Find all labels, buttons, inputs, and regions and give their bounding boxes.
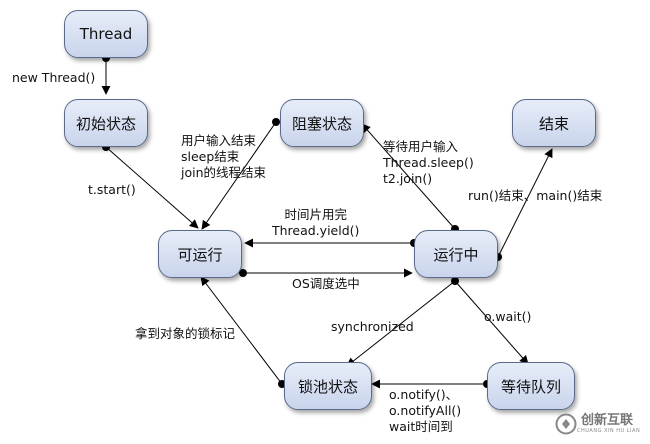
node-blocked: 阻塞状态 bbox=[280, 99, 364, 147]
edge-start bbox=[105, 146, 199, 229]
label-new-thread: new Thread() bbox=[12, 70, 96, 85]
label-unblock: 用户输入结束 sleep结束 join的线程结束 bbox=[181, 133, 266, 181]
label-start: t.start() bbox=[88, 182, 136, 197]
label-end: run()结束、main()结束 bbox=[468, 188, 603, 203]
edge-sync bbox=[346, 280, 456, 367]
watermark-logo: 创新互联 CHUANG XIN HU LIAN bbox=[555, 409, 650, 439]
watermark-subtext: CHUANG XIN HU LIAN bbox=[577, 428, 641, 434]
dot-running-bottom bbox=[451, 277, 459, 285]
label-unblock-line-1: 用户输入结束 bbox=[181, 133, 257, 148]
label-notify: o.notify()、 o.notifyAll() wait时间到 bbox=[389, 387, 461, 435]
label-unblock-line-2: sleep结束 bbox=[181, 149, 240, 164]
edge-wait bbox=[454, 280, 529, 365]
node-lock-pool: 锁池状态 bbox=[284, 362, 372, 410]
label-block-line-1: 等待用户输入 bbox=[383, 139, 459, 154]
watermark-text: 创新互联 bbox=[581, 413, 634, 428]
node-running: 运行中 bbox=[414, 230, 498, 278]
label-wait: o.wait() bbox=[484, 309, 532, 324]
node-initial: 初始状态 bbox=[64, 99, 148, 147]
label-block-line-2: Thread.sleep() bbox=[383, 155, 474, 170]
label-sync: synchronized bbox=[331, 319, 414, 334]
label-unblock-line-3: join的线程结束 bbox=[181, 165, 267, 180]
label-block: 等待用户输入 Thread.sleep() t2.join() bbox=[383, 139, 474, 187]
logo-icon bbox=[555, 413, 577, 435]
edge-unblock bbox=[201, 121, 277, 230]
edge-lock-acquired bbox=[200, 276, 283, 385]
node-finished: 结束 bbox=[512, 99, 596, 147]
label-notify-line-2: o.notifyAll() bbox=[389, 403, 462, 418]
edge-end bbox=[497, 148, 553, 258]
dot-blocked bbox=[272, 118, 280, 126]
dot-runnable-right bbox=[239, 269, 247, 277]
label-lock-acquired: 拿到对象的锁标记 bbox=[135, 326, 236, 341]
label-yield-line-1: 时间片用完 bbox=[284, 207, 347, 222]
node-runnable: 可运行 bbox=[158, 230, 242, 278]
label-yield: 时间片用完 Thread.yield() bbox=[272, 207, 359, 239]
node-wait-queue: 等待队列 bbox=[487, 362, 575, 410]
label-notify-line-3: wait时间到 bbox=[389, 419, 453, 434]
node-thread: Thread bbox=[64, 10, 148, 58]
label-notify-line-1: o.notify()、 bbox=[389, 387, 459, 402]
edge-block bbox=[361, 123, 456, 230]
label-yield-line-2: Thread.yield() bbox=[272, 223, 360, 238]
label-block-line-3: t2.join() bbox=[383, 171, 433, 186]
label-schedule: OS调度选中 bbox=[292, 276, 360, 291]
